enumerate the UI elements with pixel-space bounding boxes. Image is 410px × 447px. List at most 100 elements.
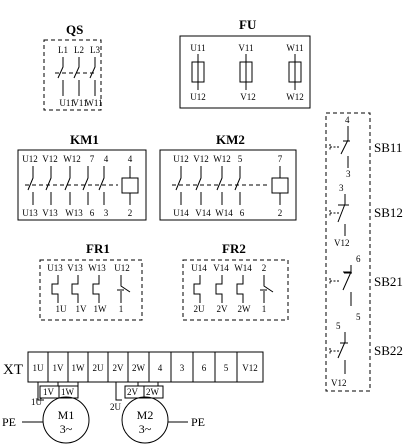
qs-top-2: L2	[74, 45, 84, 55]
sb22-bottom: V12	[331, 378, 347, 388]
m1-lead-label-1: 1U	[31, 397, 43, 407]
qs-bottom-3: W11	[85, 98, 102, 108]
km1-contact-1	[27, 166, 34, 205]
fr2-frame	[182, 259, 289, 321]
km2-top-2: V12	[193, 154, 209, 164]
fr1-heater-3	[92, 275, 100, 303]
km1-contactor: KM1 U12 V12 W12 7 4 4 U13 V13 W13 6 3 2	[17, 132, 147, 221]
km1-top-3: W12	[63, 154, 81, 164]
fr1-bottom-1: 1U	[56, 304, 68, 314]
fr2-overload-relay: FR2 U14 V14 W14 2 2U 2V 2W 1	[182, 241, 289, 321]
km2-bottom-2: V14	[195, 208, 211, 218]
km1-contact-5	[98, 166, 105, 205]
km2-top-3: W12	[213, 154, 231, 164]
sb11-top: 4	[345, 115, 350, 125]
km2-contact-3	[216, 166, 223, 205]
sb12-label: SB12	[374, 205, 403, 220]
m2-name: M2	[137, 408, 154, 422]
m1-lead-label-3: 1W	[61, 387, 75, 397]
push-button-column: 4 3 SB11 3 V12 SB12 6 5 SB21 5 V12	[325, 112, 403, 392]
km1-bottom-6: 2	[128, 208, 133, 218]
sb22-contact	[337, 332, 348, 374]
m2-phase: 3~	[139, 422, 152, 436]
fr1-bottom-4: 1	[119, 304, 124, 314]
fr1-aux-contact	[117, 275, 131, 303]
fr2-heater-3	[236, 275, 244, 303]
km2-contact-2	[195, 166, 202, 205]
m2-lead-label-3: 2W	[146, 387, 160, 397]
sb22-actuator	[329, 348, 340, 354]
qs-bottom-2: V11	[72, 98, 87, 108]
sb12-actuator	[329, 210, 340, 216]
qs-top-3: L3	[90, 45, 100, 55]
m1-lead-box-2	[58, 385, 79, 399]
xt-terminal-label: 2U	[93, 363, 105, 373]
fr1-title: FR1	[86, 241, 110, 256]
km2-bottom-4: 6	[240, 208, 245, 218]
km1-bottom-2: V13	[42, 208, 58, 218]
sb12-contact	[337, 194, 349, 236]
km2-top-1: U12	[173, 154, 189, 164]
km2-top-5: 7	[278, 154, 283, 164]
fu-top-3: W11	[286, 43, 303, 53]
fu-bottom-2: V12	[240, 92, 256, 102]
sb11-bottom: 3	[346, 169, 351, 179]
sb12-top: 3	[339, 183, 344, 193]
xt-terminal-label: 1W	[72, 363, 86, 373]
fr1-bottom-2: 1V	[76, 304, 88, 314]
km1-top-6: 4	[128, 154, 133, 164]
xt-terminal-cell	[236, 351, 264, 383]
qs-switch: QS L1 L2 L3 U11 V11 W11	[43, 22, 103, 111]
fr1-top-2: V13	[67, 263, 83, 273]
km2-contactor: KM2 U12 V12 W12 5 7 U14 V14 W14 6 2	[159, 132, 297, 221]
km2-bottom-5: 2	[278, 208, 283, 218]
km1-bottom-4: 6	[90, 208, 95, 218]
qs-contact-3	[89, 57, 96, 96]
push-button-frame	[325, 112, 371, 392]
motor-m1: 1U 1V 1W M1 3~ PE	[2, 382, 90, 444]
m1-circle	[42, 396, 90, 444]
km1-title: KM1	[70, 132, 99, 147]
fr1-frame	[39, 259, 143, 321]
fr1-heater-1	[51, 275, 59, 303]
km2-contact-4	[234, 166, 241, 205]
sb11-actuator	[329, 144, 340, 150]
fu-top-2: V11	[238, 43, 253, 53]
km1-top-2: V12	[42, 154, 58, 164]
km1-coil	[121, 177, 139, 194]
km1-contact-3	[64, 166, 71, 205]
fr2-top-2: V14	[213, 263, 229, 273]
qs-title: QS	[66, 22, 83, 37]
xt-terminal-label: 6	[202, 363, 207, 373]
qs-contact-2	[73, 57, 80, 96]
km1-bottom-1: U13	[22, 208, 38, 218]
km2-top-4: 5	[238, 154, 243, 164]
m2-pe-label: PE	[191, 415, 205, 429]
sb11-label: SB11	[374, 140, 402, 155]
km2-coil	[271, 177, 289, 194]
sb11-contact	[340, 126, 350, 168]
fr2-top-3: W14	[234, 263, 252, 273]
fu-fuses: FU U11 V11 W11 U12 V12 W12	[179, 17, 311, 109]
fr2-top-4: 2	[262, 263, 267, 273]
sb21-actuator	[329, 278, 340, 284]
qs-bottom-1: U11	[59, 98, 74, 108]
fu-bottom-1: U12	[190, 92, 206, 102]
fr2-bottom-4: 1	[262, 304, 267, 314]
fr2-aux-contact	[260, 275, 274, 303]
km2-bottom-3: W14	[215, 208, 233, 218]
km1-top-4: 7	[90, 154, 95, 164]
xt-terminal-label: 2W	[132, 363, 146, 373]
motor-m2: 2U 2V 2W M2 3~ PE	[110, 382, 205, 444]
qs-frame	[43, 39, 102, 111]
fr1-heater-2	[71, 275, 79, 303]
km2-bottom-1: U14	[173, 208, 189, 218]
xt-terminal-label: 4	[158, 363, 163, 373]
km1-contact-4	[82, 166, 89, 205]
km1-top-5: 4	[104, 154, 109, 164]
fr2-title: FR2	[222, 241, 246, 256]
km1-top-1: U12	[22, 154, 38, 164]
m1-pe-label: PE	[2, 415, 16, 429]
